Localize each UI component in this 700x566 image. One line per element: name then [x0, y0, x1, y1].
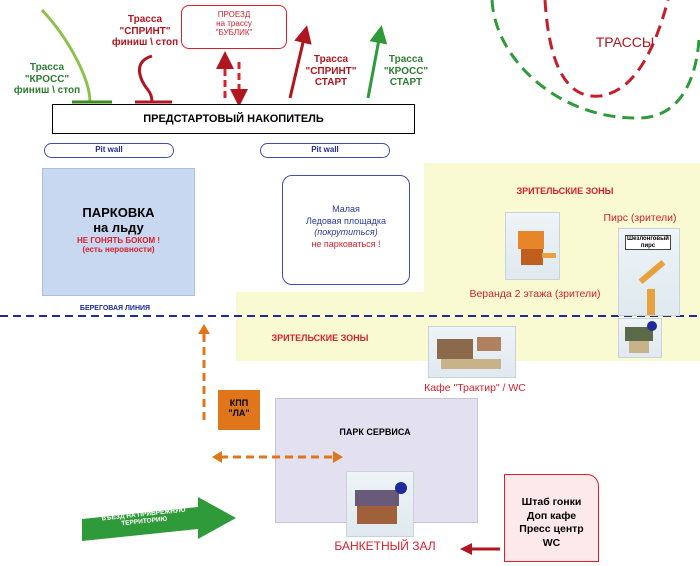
pit-wall-right: Pit wall — [260, 143, 390, 158]
service-park-label: ПАРК СЕРВИСА — [339, 427, 411, 437]
sprint-start-arrow — [288, 25, 312, 99]
checkpoint-box — [218, 390, 260, 430]
spectator-zone-left — [236, 292, 426, 361]
sprint-finish-line — [138, 54, 154, 103]
entry-arrow-shape — [82, 497, 236, 541]
parking-area — [42, 168, 195, 296]
pier-label: Пирс (зрители) — [603, 212, 677, 224]
cross-finish-line — [40, 8, 92, 103]
pier-pavilion-image — [618, 318, 662, 358]
cross-start-label: Трасса"КРОСС"СТАРТ — [383, 54, 429, 88]
staging-label: ПРЕДСТАРТОВЫЙ НАКОПИТЕЛЬ — [143, 113, 324, 125]
parking-label: ПАРКОВКА на льду НЕ ГОНЯТЬ БОКОМ ! (есть… — [76, 205, 160, 255]
cross-finish-label: Трасса"КРОСС"финиш \ стоп — [13, 62, 81, 96]
pier-image: Шезлонговый пирс — [618, 228, 680, 316]
hq-box — [504, 474, 599, 562]
legend-red-track — [543, 0, 670, 98]
cross-start-arrow — [366, 25, 388, 99]
staging-area — [52, 104, 415, 134]
banquet-label: БАНКЕТНЫЙ ЗАЛ — [334, 539, 436, 553]
cafe-image — [428, 326, 516, 378]
small-rink-label: Малая Ледовая площадка (покрутиться) не … — [305, 204, 387, 250]
spectator-top-label: ЗРИТЕЛЬСКИЕ ЗОНЫ — [516, 186, 614, 196]
pier-sign: Шезлонговый пирс — [625, 235, 671, 251]
legend-green-track — [490, 0, 700, 120]
legend-title: ТРАССЫ — [595, 34, 655, 50]
veranda-image — [505, 212, 560, 280]
spectator-bottom-label: ЗРИТЕЛЬСКИЕ ЗОНЫ — [271, 333, 369, 343]
banquet-image — [346, 471, 414, 537]
veranda-label: Веранда 2 этажа (зрители) — [469, 288, 601, 300]
pit-wall-left: Pit wall — [44, 143, 174, 158]
bublik-box — [181, 5, 287, 49]
small-rink-area — [282, 175, 410, 285]
checkpoint-label: КПП"ЛА" — [228, 398, 250, 419]
sprint-finish-label: Трасса"СПРИНТ"финиш \ стоп — [111, 14, 179, 48]
sprint-start-label: Трасса"СПРИНТ"СТАРТ — [305, 54, 357, 88]
cafe-label: Кафе "Трактир" / WC — [424, 382, 526, 394]
shoreline-label: БЕРЕГОВАЯ ЛИНИЯ — [79, 305, 151, 312]
